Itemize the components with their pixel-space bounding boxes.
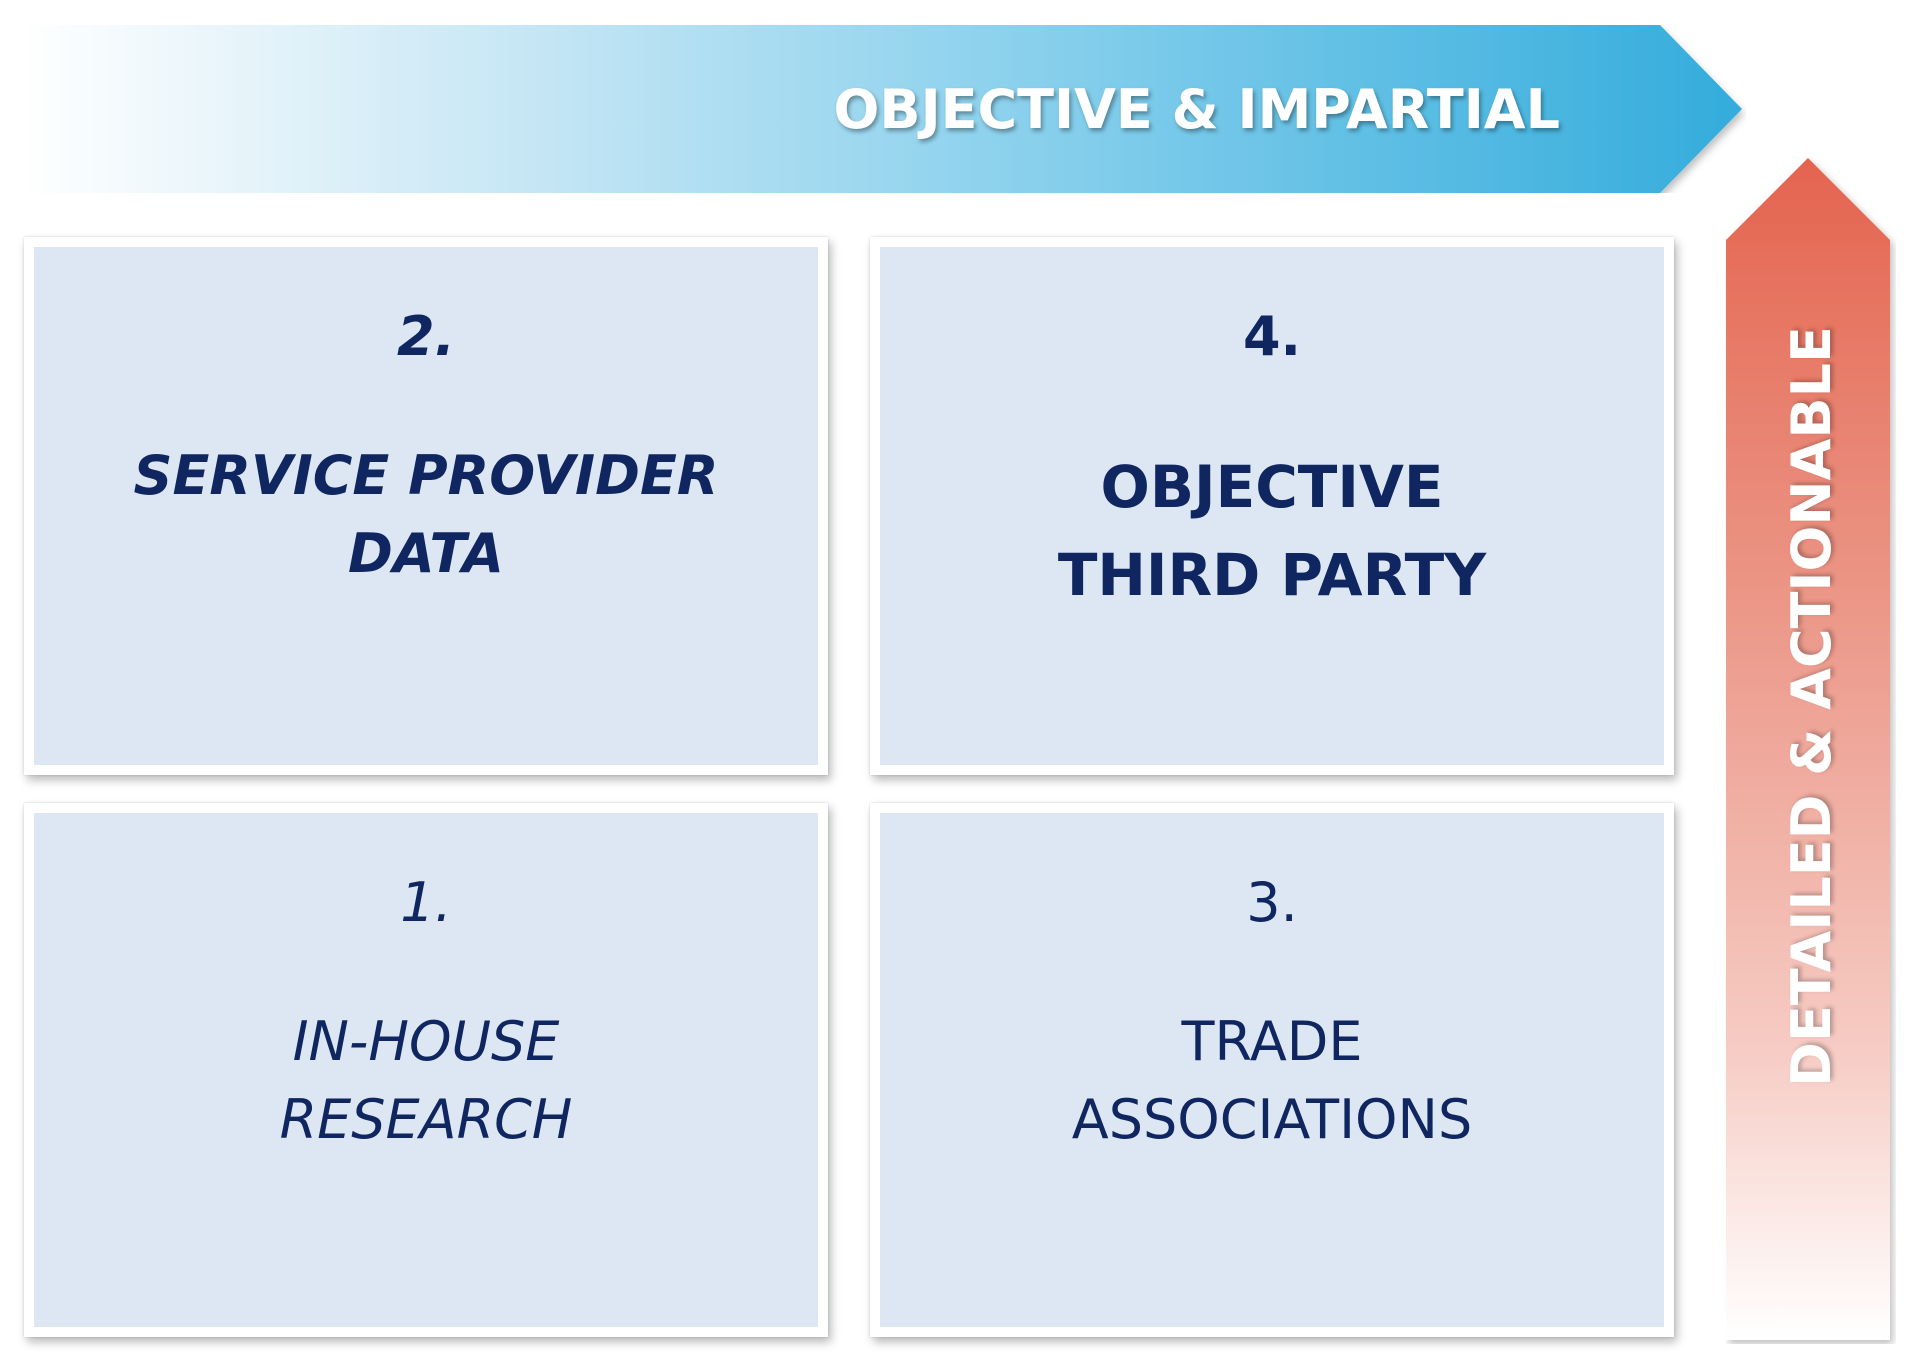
quadrant-trade-associations: 3. TRADE ASSOCIATIONS: [870, 803, 1674, 1337]
quadrant-label-line-2: ASSOCIATIONS: [1071, 1088, 1473, 1151]
quadrant-label-line-2: THIRD PARTY: [1057, 541, 1487, 609]
quadrant-number: 4.: [1242, 305, 1302, 368]
quadrant-label-line-1: OBJECTIVE: [1100, 453, 1444, 521]
quadrant-service-provider-data: 2. SERVICE PROVIDER DATA: [24, 237, 828, 775]
quadrant-number: 2.: [396, 305, 456, 368]
vertical-arrow-shape: [1726, 158, 1890, 1340]
horizontal-arrow-shape: [20, 25, 1742, 193]
quadrant-label-line-1: IN-HOUSE: [292, 1010, 560, 1073]
objective-impartial-arrow: OBJECTIVE & IMPARTIAL: [20, 25, 1746, 193]
objective-impartial-label: OBJECTIVE & IMPARTIAL: [833, 77, 1561, 141]
detailed-actionable-arrow: DETAILED & ACTIONABLE: [1726, 158, 1896, 1344]
quadrant-number: 1.: [400, 871, 452, 934]
quadrant-number: 3.: [1246, 871, 1298, 934]
quadrant-in-house-research: 1. IN-HOUSE RESEARCH: [24, 803, 828, 1337]
quadrant-label-line-1: SERVICE PROVIDER: [133, 444, 719, 507]
quadrant-label-line-2: DATA: [348, 522, 504, 585]
quadrant-label-line-2: RESEARCH: [279, 1088, 573, 1151]
quadrant-label: OBJECTIVE THIRD PARTY: [880, 443, 1664, 619]
detailed-actionable-label: DETAILED & ACTIONABLE: [1779, 325, 1843, 1087]
quadrant-label: TRADE ASSOCIATIONS: [880, 1003, 1664, 1159]
quadrant-objective-third-party: 4. OBJECTIVE THIRD PARTY: [870, 237, 1674, 775]
quadrant-label-line-1: TRADE: [1181, 1010, 1363, 1073]
quadrant-label: IN-HOUSE RESEARCH: [34, 1003, 818, 1159]
quadrant-label: SERVICE PROVIDER DATA: [34, 437, 818, 593]
